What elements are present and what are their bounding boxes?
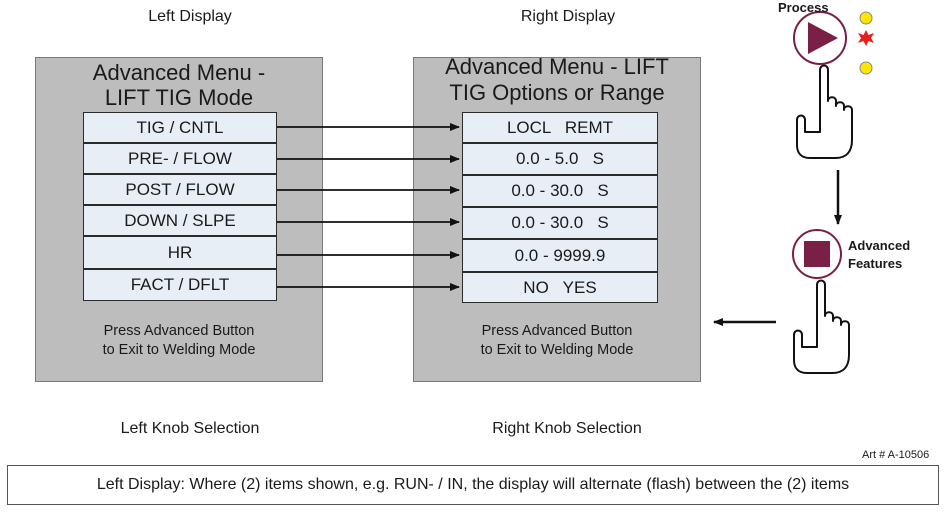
process-label: Process: [778, 0, 829, 15]
footnote-box: Left Display: Where (2) items shown, e.g…: [7, 465, 939, 505]
play-icon: [808, 22, 838, 54]
left-menu-item: HR: [83, 236, 277, 269]
right-panel-title-line1: Advanced Menu - LIFT: [445, 54, 669, 79]
right-option-item: LOCL REMT: [462, 112, 658, 143]
right-option-item: 0.0 - 30.0 S: [462, 207, 658, 239]
left-menu-item: POST / FLOW: [83, 174, 277, 205]
right-panel-title-line2: TIG Options or Range: [449, 80, 665, 105]
left-menu-item: FACT / DFLT: [83, 269, 277, 301]
stop-square-icon: [804, 241, 830, 267]
advanced-label-line1: Advanced: [848, 238, 911, 253]
right-panel-footer-line2: to Exit to Welding Mode: [480, 342, 634, 358]
indicator-led-bottom: [859, 61, 873, 75]
left-display-caption: Left Display: [148, 8, 232, 25]
footnote-text: Left Display: Where (2) items shown, e.g…: [96, 476, 850, 493]
left-panel-footer-line1: Press Advanced Button: [103, 323, 255, 339]
indicator-led-active: [858, 30, 874, 46]
right-display-caption: Right Display: [520, 8, 616, 25]
right-option-item: NO YES: [462, 272, 658, 303]
right-option-item: 0.0 - 30.0 S: [462, 175, 658, 207]
left-panel-footer-line2: to Exit to Welding Mode: [102, 342, 256, 358]
advanced-label-line2: Features: [848, 256, 903, 271]
left-panel-title-line1: Advanced Menu -: [92, 60, 266, 85]
left-knob-caption: Left Knob Selection: [120, 420, 260, 437]
right-option-item: 0.0 - 5.0 S: [462, 143, 658, 175]
indicator-led-top: [859, 11, 873, 25]
left-panel-title-line2: LIFT TIG Mode: [104, 85, 254, 110]
right-option-item: 0.0 - 9999.9: [462, 239, 658, 272]
art-number: Art # A-10506: [862, 449, 930, 461]
pointing-hand-icon: [796, 64, 853, 159]
pointing-hand-icon: [793, 279, 850, 374]
left-menu-item: DOWN / SLPE: [83, 205, 277, 236]
left-menu-item: PRE- / FLOW: [83, 143, 277, 174]
right-panel-footer-line1: Press Advanced Button: [481, 323, 633, 339]
left-menu-item: TIG / CNTL: [83, 112, 277, 143]
right-knob-caption: Right Knob Selection: [492, 420, 642, 437]
